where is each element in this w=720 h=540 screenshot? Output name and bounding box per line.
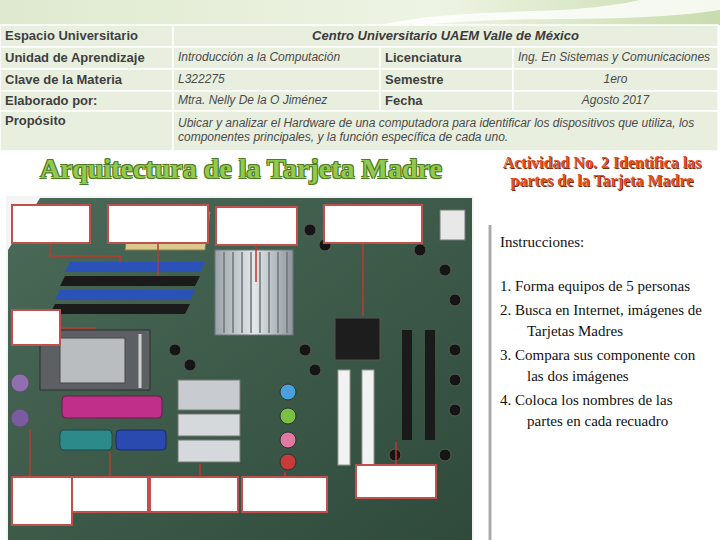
pcb-board (8, 198, 472, 540)
table-value-cell: Ubicar y analizar el Hardware de una com… (173, 111, 718, 151)
table-header-cell: Elaborado por: (0, 91, 173, 111)
capacitors (169, 224, 461, 461)
table-header-cell: Unidad de Aprendizaje (0, 47, 173, 69)
instruction-item: 3. Compara sus componente con las dos im… (500, 345, 712, 387)
table-header-cell: Licenciatura (380, 47, 513, 69)
table-header-cell: Clave de la Materia (0, 69, 173, 91)
page-title: Arquitectura de la Tarjeta Madre (6, 150, 476, 190)
header-swoosh (380, 0, 720, 25)
table-header-cell: Espacio Universitario (0, 25, 173, 47)
table-value-cell: Centro Universitario UAEM Valle de Méxic… (173, 25, 718, 47)
table-value-cell: Ing. En Sistemas y Comunicaciones (513, 47, 718, 69)
panel-divider (489, 225, 491, 540)
table-value-cell: 1ero (513, 69, 718, 91)
header-band (0, 0, 720, 25)
table-value-cell: L322275 (173, 69, 380, 91)
pci-slots (338, 370, 374, 465)
ram-slots (50, 262, 205, 314)
rear-ports (11, 374, 296, 470)
instructions-heading: Instrucciones: (500, 232, 700, 256)
chipset (335, 318, 380, 360)
power-connector (440, 210, 465, 240)
leader-lines (30, 244, 396, 476)
instruction-item: 1. Forma equipos de 5 personas (500, 276, 712, 297)
panel-shadow (488, 225, 492, 540)
table-header-cell: Semestre (380, 69, 513, 91)
table-value-cell: Introducción a la Computación (173, 47, 380, 69)
instruction-item: 2. Busca en Internet, imágenes de Tarjet… (500, 300, 712, 342)
photo-ground (6, 196, 474, 540)
instruction-list: 1. Forma equipos de 5 personas 2. Busca e… (500, 276, 712, 435)
table-header-cell: Propósito (0, 111, 173, 151)
activity-heading: Actividad No. 2 Identifica las partes de… (484, 154, 720, 220)
table-value-cell: Mtra. Nelly De la O Jiménez (173, 91, 380, 111)
heatsink (215, 250, 293, 335)
table-value-cell: Agosto 2017 (513, 91, 718, 111)
motherboard-illustration (6, 196, 474, 540)
instruction-item: 4. Coloca los nombres de las partes en c… (500, 390, 712, 432)
header-table (0, 25, 718, 151)
answer-boxes (12, 205, 436, 525)
expansion-slots (402, 330, 435, 440)
table-header-cell: Fecha (380, 91, 513, 111)
